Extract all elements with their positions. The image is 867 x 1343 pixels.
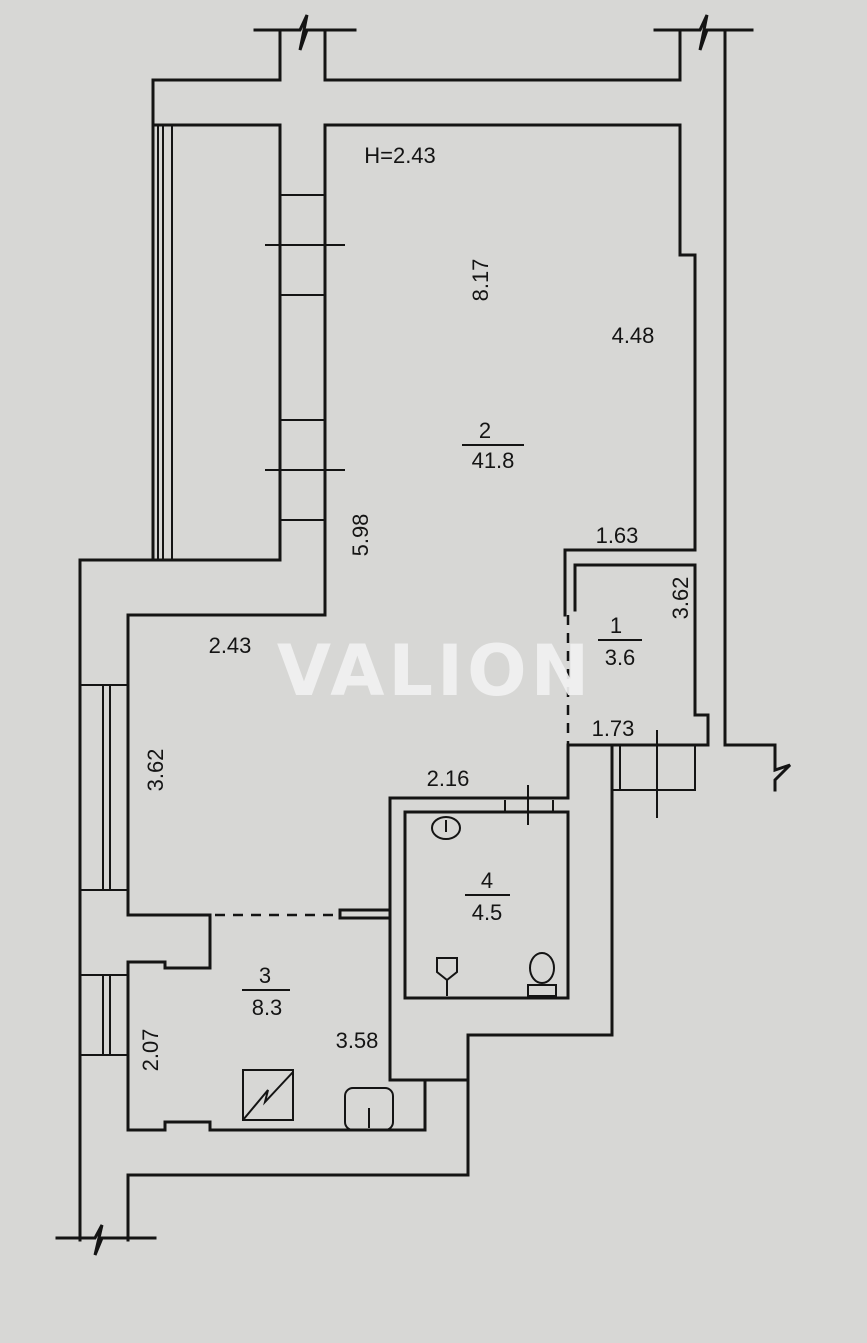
dim-hall-width: 2.43: [209, 633, 252, 658]
room2-area: 41.8: [472, 448, 515, 473]
sink-icon: [431, 816, 461, 840]
walls: [55, 14, 792, 1256]
dim-wc-width: 2.16: [427, 766, 470, 791]
ceiling-height: H=2.43: [364, 143, 436, 168]
dim-room1-side: 3.62: [668, 577, 693, 620]
room1-area: 3.6: [605, 645, 636, 670]
electric-panel-icon: [242, 1069, 294, 1121]
room2-number: 2: [479, 418, 491, 443]
dim-room3-width: 3.58: [336, 1028, 379, 1053]
room1-number: 1: [610, 613, 622, 638]
watermark: VALION: [277, 630, 593, 712]
labels: H=2.43 8.17 4.48 2 41.8 5.98 1.63 3.62 1…: [138, 143, 693, 1071]
dim-room1-top: 1.63: [596, 523, 639, 548]
dim-hall-length: 3.62: [143, 749, 168, 792]
room4-number: 4: [481, 868, 493, 893]
toilet-icon: [527, 952, 557, 997]
fixtures: [242, 816, 557, 1131]
floor-drain-icon: [436, 957, 458, 996]
dim-room1-bottom: 1.73: [592, 716, 635, 741]
room3-area: 8.3: [252, 995, 283, 1020]
dim-room2-left: 5.98: [348, 514, 373, 557]
dim-room3-side: 2.07: [138, 1029, 163, 1072]
room4-area: 4.5: [472, 900, 503, 925]
dim-room2-length: 8.17: [468, 259, 493, 302]
room3-number: 3: [259, 963, 271, 988]
dim-room2-width: 4.48: [612, 323, 655, 348]
kitchen-sink-icon: [344, 1087, 394, 1131]
